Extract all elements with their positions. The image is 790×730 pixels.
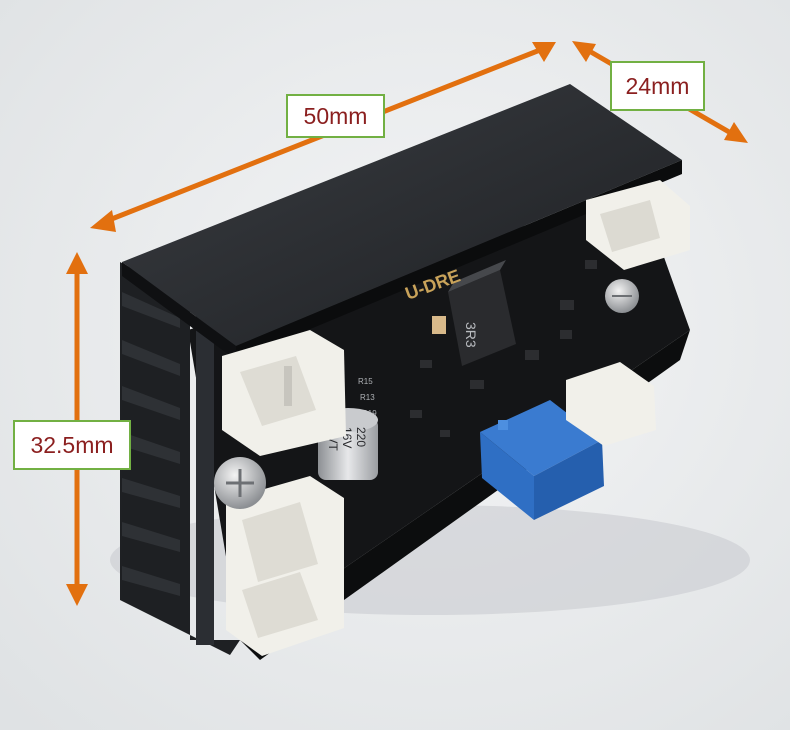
- dimension-label-width: 24mm: [610, 61, 705, 111]
- svg-text:R13: R13: [360, 393, 375, 402]
- dimension-label-height: 32.5mm: [13, 420, 131, 470]
- heatsink-top-plate: [122, 84, 682, 346]
- screw-left: [214, 457, 266, 509]
- heatsink-plate-edge-front: [236, 160, 682, 360]
- heatsink-plate-edge-left: [122, 262, 236, 360]
- svg-text:R15: R15: [358, 377, 373, 386]
- svg-text:220: 220: [354, 427, 368, 447]
- inductor: 3R3: [448, 260, 516, 366]
- dimension-label-length: 50mm: [286, 94, 385, 138]
- heatsink-fins: [120, 262, 240, 655]
- svg-text:3R3: 3R3: [463, 322, 479, 348]
- connector-mid-left: [222, 330, 346, 456]
- connector-mid-right: [566, 362, 656, 446]
- connector-top-right: [586, 180, 690, 270]
- screw-right: [605, 279, 639, 313]
- connector-bottom-left: [226, 476, 344, 656]
- smd-components: [410, 260, 597, 437]
- small-component: [432, 316, 446, 334]
